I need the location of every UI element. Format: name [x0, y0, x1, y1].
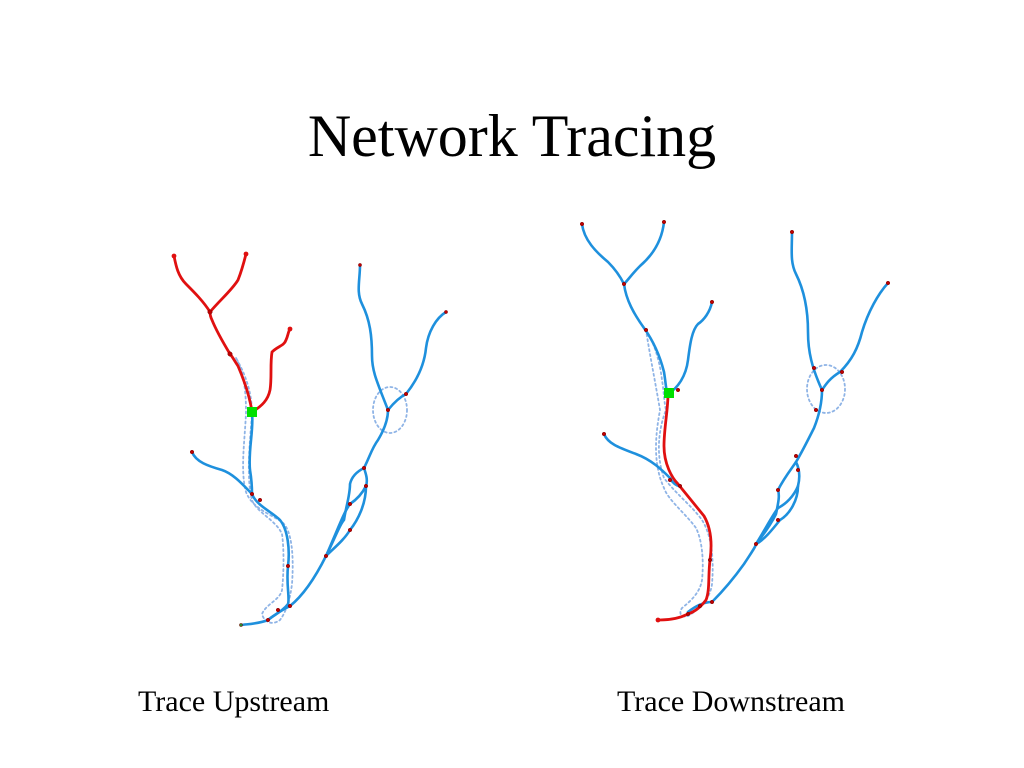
downstream-braid-a [754, 460, 801, 546]
downstream-junction [811, 365, 817, 371]
downstream-west-tributary [602, 432, 682, 488]
upstream-buffer [235, 357, 294, 624]
downstream-junction [819, 387, 825, 393]
downstream-mid-tributary [666, 300, 714, 396]
upstream-start-flag [247, 407, 257, 417]
downstream-junction [775, 487, 781, 493]
upstream-junction [265, 617, 271, 623]
downstream-junction [885, 280, 891, 286]
downstream-east-headwater [790, 230, 824, 392]
downstream-junction [601, 431, 607, 437]
upstream-trace-west [172, 254, 212, 314]
upstream-junction [444, 310, 448, 314]
upstream-junction [385, 407, 391, 413]
upstream-junction [249, 491, 255, 497]
caption-trace-downstream: Trace Downstream [617, 685, 846, 718]
upstream-junction [207, 309, 213, 315]
upstream-junction [227, 351, 233, 357]
downstream-north-headwater [622, 220, 666, 286]
downstream-junction [685, 611, 691, 617]
upstream-endpoint [287, 326, 293, 332]
upstream-junction [285, 563, 291, 569]
downstream-panel [579, 219, 891, 623]
downstream-junction [697, 603, 703, 609]
downstream-junction [621, 281, 627, 287]
downstream-junction [793, 453, 799, 459]
downstream-junction [795, 467, 801, 473]
downstream-junction [789, 229, 795, 235]
downstream-start-flag [664, 388, 674, 398]
upstream-east-headwater [357, 263, 390, 412]
downstream-loop-buffer [806, 364, 846, 414]
downstream-junction [813, 407, 819, 413]
downstream-junction [775, 517, 781, 523]
downstream-junction [661, 219, 667, 225]
downstream-buffer [645, 329, 714, 618]
downstream-junction [677, 483, 683, 489]
downstream-junction [839, 369, 845, 375]
upstream-trace-north [208, 252, 248, 314]
downstream-upper-stem [622, 282, 670, 396]
downstream-junction [707, 557, 713, 563]
upstream-east-branch [266, 310, 448, 622]
downstream-junction [667, 477, 673, 483]
upstream-outlet [239, 623, 243, 627]
downstream-junction [753, 541, 759, 547]
upstream-junction [287, 603, 293, 609]
downstream-junction [643, 327, 649, 333]
upstream-junction [358, 263, 362, 267]
upstream-west-tributary [190, 450, 254, 496]
upstream-panel [171, 251, 448, 627]
upstream-trace-east [250, 327, 292, 414]
downstream-east-branch [686, 281, 890, 614]
upstream-junction [363, 483, 369, 489]
upstream-junction [275, 607, 281, 613]
upstream-braid-a [324, 466, 369, 558]
caption-trace-upstream: Trace Upstream [138, 685, 330, 718]
upstream-junction [189, 449, 195, 455]
upstream-endpoint [171, 253, 177, 259]
downstream-junction [709, 299, 715, 305]
downstream-junction [579, 221, 585, 227]
downstream-junction [675, 387, 681, 393]
upstream-junction [361, 465, 367, 471]
upstream-junction [323, 553, 329, 559]
upstream-junction [347, 527, 353, 533]
upstream-junction [257, 497, 263, 503]
upstream-main-stem [239, 410, 291, 627]
downstream-west-headwater [580, 222, 626, 286]
downstream-trace [658, 392, 713, 622]
upstream-junction [347, 501, 353, 507]
slide-title: Network Tracing [307, 103, 717, 169]
upstream-loop-buffer [372, 386, 408, 434]
downstream-junction [709, 599, 715, 605]
downstream-endpoint [655, 617, 661, 623]
upstream-endpoint [243, 251, 249, 257]
upstream-junction [403, 391, 409, 397]
